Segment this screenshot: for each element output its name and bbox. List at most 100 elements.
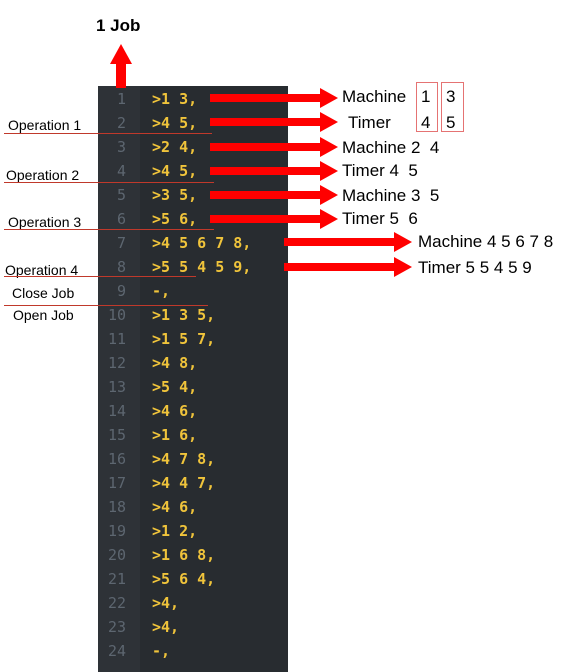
- code-line: 6>5 6,: [98, 207, 288, 231]
- code-line: 8 >5 5 4 5 9,: [98, 255, 288, 279]
- code-editor: 1>1 3, 2 >4 5, 3 >2 4, 4 >4 5, 5 >3 5, 6>5 6, 7 >4 …: [98, 86, 288, 672]
- operation-1-label: Operation 1: [8, 117, 82, 133]
- code-text: >1 3,: [152, 90, 198, 108]
- operation-1-underline: [4, 133, 212, 134]
- code-text: >4 5,: [152, 114, 198, 132]
- operation-2-label: Operation 2: [6, 167, 80, 183]
- code-line: 14>4 6,: [98, 399, 288, 423]
- line-number: 4: [116, 162, 126, 180]
- code-line: 4 >4 5,: [98, 159, 288, 183]
- code-line: 5 >3 5,: [98, 183, 288, 207]
- line-number: 21: [107, 570, 126, 588]
- code-text: >4 8,: [152, 354, 198, 372]
- first-value-box: [416, 82, 438, 132]
- line-number: 8: [116, 258, 126, 276]
- code-line: 2 >4 5,: [98, 111, 288, 135]
- machine-1-value-a: 1: [421, 87, 431, 106]
- arrow-machine-2: [210, 137, 338, 157]
- arrow-timer-3: [210, 209, 338, 229]
- code-line: 12 >4 8,: [98, 351, 288, 375]
- up-arrow: [110, 44, 132, 88]
- job-title: 1 Job: [96, 16, 141, 35]
- operation-3-underline: [4, 229, 214, 230]
- line-number: 19: [107, 522, 126, 540]
- operation-2-underline: [4, 182, 214, 183]
- code-text: >1 6,: [152, 426, 198, 444]
- line-number: 3: [116, 138, 126, 156]
- arrow-machine-4: [284, 232, 412, 252]
- arrow-machine-3: [210, 185, 338, 205]
- line-number: 7: [116, 234, 126, 252]
- second-value-box: [441, 82, 464, 132]
- code-line: 20 >1 6 8,: [98, 543, 288, 567]
- code-text: >1 3 5,: [152, 306, 216, 324]
- timer-1-label: Timer: [348, 113, 391, 132]
- line-number: 13: [107, 378, 126, 396]
- code-line: 18 >4 6,: [98, 495, 288, 519]
- line-number: 23: [107, 618, 126, 636]
- code-text: >3 5,: [152, 186, 198, 204]
- code-line: 10 >1 3 5,: [98, 303, 288, 327]
- line-number: 9: [116, 282, 126, 300]
- line-number: 17: [107, 474, 126, 492]
- open-job-label: Open Job: [13, 307, 74, 323]
- code-text: >4 6,: [152, 498, 198, 516]
- operation-4-underline: [4, 276, 196, 277]
- line-number: 22: [107, 594, 126, 612]
- machine-3-label: Machine 3 5: [342, 186, 440, 205]
- arrow-timer-1: [210, 112, 338, 132]
- code-line: 15 >1 6,: [98, 423, 288, 447]
- code-text: -,: [152, 642, 171, 660]
- code-text: >5 6 4,: [152, 570, 216, 588]
- code-text: >5 5 4 5 9,: [152, 258, 252, 276]
- close-job-label: Close Job: [12, 285, 75, 301]
- job-separator-line: [4, 305, 208, 306]
- timer-2-label: Timer 4 5: [342, 161, 418, 180]
- code-text: >4,: [152, 618, 180, 636]
- line-number: 16: [107, 450, 126, 468]
- line-number: 12: [107, 354, 126, 372]
- operation-4-label: Operation 4: [5, 262, 79, 278]
- machine-1-value-b: 3: [446, 87, 456, 106]
- code-line: 13 >5 4,: [98, 375, 288, 399]
- code-text: >2 4,: [152, 138, 198, 156]
- code-line: 24 -,: [98, 639, 288, 663]
- line-number: 10: [107, 306, 126, 324]
- line-number: 20: [107, 546, 126, 564]
- code-line: 17 >4 4 7,: [98, 471, 288, 495]
- machine-1-label: Machine: [342, 87, 407, 106]
- code-line: 7 >4 5 6 7 8,: [98, 231, 288, 255]
- arrow-timer-2: [210, 161, 338, 181]
- line-number: 5: [116, 186, 126, 204]
- timer-1-value-a: 4: [421, 113, 431, 132]
- code-text: >4 5,: [152, 162, 198, 180]
- code-text: >1 5 7,: [152, 330, 216, 348]
- operation-3-label: Operation 3: [8, 214, 82, 230]
- line-number-gutter: [98, 86, 140, 672]
- timer-4-label: Timer 5 5 4 5 9: [418, 258, 532, 277]
- line-number: 6: [116, 210, 126, 228]
- code-line: 11 >1 5 7,: [98, 327, 288, 351]
- code-text: >4 5 6 7 8,: [152, 234, 252, 252]
- code-text: >5 4,: [152, 378, 198, 396]
- machine-4-label: Machine 4 5 6 7 8: [418, 232, 554, 251]
- timer-1-value-b: 5: [446, 113, 456, 132]
- code-text: >1 2,: [152, 522, 198, 540]
- line-number: 24: [107, 642, 126, 660]
- code-text: >4 4 7,: [152, 474, 216, 492]
- code-line: 9 -,: [98, 279, 288, 303]
- code-text: -,: [152, 282, 171, 300]
- line-number: 18: [107, 498, 126, 516]
- code-line: 16>4 7 8,: [98, 447, 288, 471]
- line-number: 11: [107, 330, 126, 348]
- line-number: 2: [116, 114, 126, 132]
- code-line: 1>1 3,: [98, 87, 288, 111]
- code-line: 22>4,: [98, 591, 288, 615]
- timer-3-label: Timer 5 6: [342, 209, 418, 228]
- machine-2-label: Machine 2 4: [342, 138, 440, 157]
- code-text: >1 6 8,: [152, 546, 216, 564]
- line-number: 15: [107, 426, 126, 444]
- line-number: 14: [107, 402, 126, 420]
- arrow-timer-4: [284, 257, 412, 277]
